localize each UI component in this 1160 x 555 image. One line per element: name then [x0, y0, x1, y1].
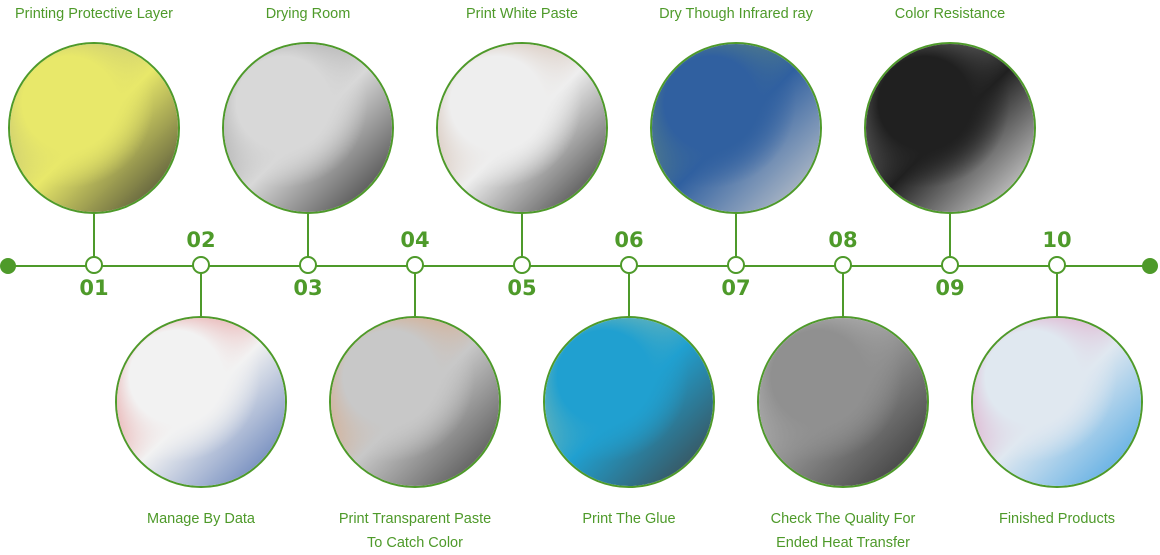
step-photo-thickness-gauge-check	[757, 316, 929, 488]
step-number: 01	[79, 276, 109, 300]
step-number: 02	[186, 228, 216, 252]
timeline-node	[727, 256, 745, 274]
step-label: Finished Products	[957, 507, 1157, 531]
timeline-node	[1048, 256, 1066, 274]
step-number: 03	[293, 276, 323, 300]
step-label: Manage By Data	[101, 507, 301, 531]
photo-image	[10, 44, 178, 212]
connector-stem	[414, 272, 416, 316]
step-photo-white-paste-pouring	[436, 42, 608, 214]
step-photo-washing-machine-test	[864, 42, 1036, 214]
timeline-node	[834, 256, 852, 274]
timeline-node	[299, 256, 317, 274]
step-number: 07	[721, 276, 751, 300]
connector-stem	[1056, 272, 1058, 316]
timeline-node	[192, 256, 210, 274]
step-label-line: Print Transparent Paste	[338, 511, 492, 527]
step-label-line: Finished Products	[998, 511, 1116, 527]
timeline-node	[620, 256, 638, 274]
step-label: Print White Paste	[422, 2, 622, 26]
photo-image	[438, 44, 606, 212]
step-photo-drying-room-racks-hygrometer	[222, 42, 394, 214]
step-label-line: To Catch Color	[367, 535, 463, 551]
connector-stem	[628, 272, 630, 316]
step-label: Color Resistance	[850, 2, 1050, 26]
step-label-line: Manage By Data	[146, 511, 255, 527]
connector-stem	[949, 214, 951, 258]
connector-stem	[842, 272, 844, 316]
step-label-line: Dry Though Infrared ray	[659, 6, 813, 22]
step-label-line: Print The Glue	[582, 511, 676, 527]
step-label: Printing Protective Layer	[0, 2, 194, 26]
step-photo-rolled-transfer-products	[971, 316, 1143, 488]
connector-stem	[200, 272, 202, 316]
photo-image	[759, 318, 927, 486]
step-label: Print The Glue	[529, 507, 729, 531]
photo-image	[331, 318, 499, 486]
photo-image	[545, 318, 713, 486]
step-photo-squeegee-pouring-yellow-ink	[8, 42, 180, 214]
step-label-line: Check The Quality For	[770, 511, 916, 527]
step-label: Print Transparent Paste To Catch Color	[315, 507, 515, 555]
connector-stem	[521, 214, 523, 258]
step-number: 08	[828, 228, 858, 252]
step-label-line: Ended Heat Transfer	[776, 535, 910, 551]
photo-image	[117, 318, 285, 486]
step-label-line: Print White Paste	[465, 6, 578, 22]
photo-image	[224, 44, 392, 212]
step-number: 04	[400, 228, 430, 252]
connector-stem	[93, 214, 95, 258]
connector-stem	[735, 214, 737, 258]
timeline-line	[8, 265, 1150, 267]
connector-stem	[307, 214, 309, 258]
step-number: 09	[935, 276, 965, 300]
step-photo-avengers-transfer-with-data-label	[115, 316, 287, 488]
step-label-line: Drying Room	[265, 6, 351, 22]
timeline-end-dot	[1142, 258, 1158, 274]
step-number: 10	[1042, 228, 1072, 252]
timeline-node	[941, 256, 959, 274]
step-photo-orange-glowing-press	[329, 316, 501, 488]
step-label: Dry Though Infrared ray	[636, 2, 836, 26]
photo-image	[652, 44, 820, 212]
photo-image	[973, 318, 1141, 486]
timeline-node	[85, 256, 103, 274]
step-number: 06	[614, 228, 644, 252]
photo-image	[866, 44, 1034, 212]
step-number: 05	[507, 276, 537, 300]
step-label: Drying Room	[208, 2, 408, 26]
timeline-node	[406, 256, 424, 274]
step-label-line: Color Resistance	[894, 6, 1006, 22]
step-photo-infrared-drying-cabinet	[650, 42, 822, 214]
step-label-line: Printing Protective Layer	[15, 6, 173, 22]
timeline-node	[513, 256, 531, 274]
timeline-start-dot	[0, 258, 16, 274]
step-photo-glue-printing-machine	[543, 316, 715, 488]
